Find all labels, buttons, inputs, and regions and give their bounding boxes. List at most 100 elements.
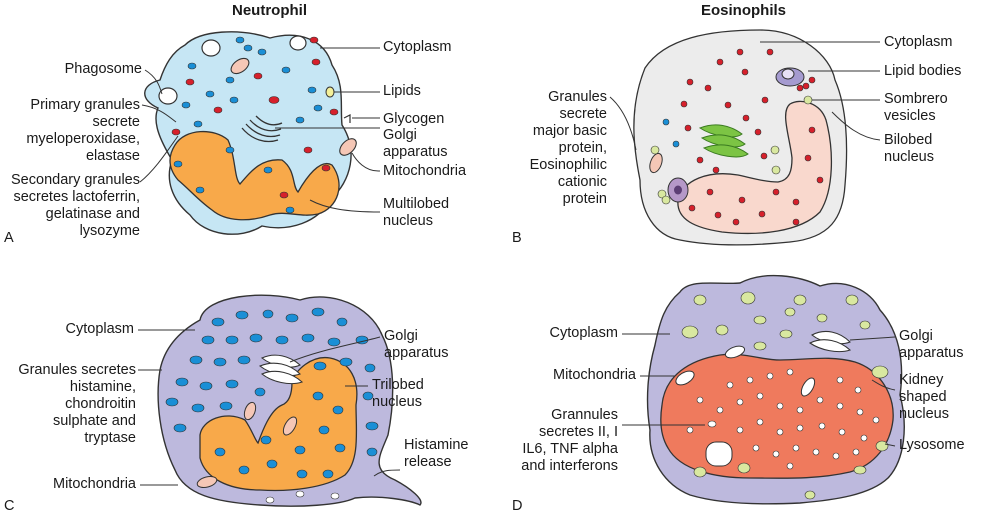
label-cytoplasm-b: Cytoplasm [884,34,953,50]
mast-nucleus [660,353,894,479]
granule [219,401,233,411]
granule [852,448,860,456]
eosinophil-cell [633,29,848,246]
basophil-granules [165,307,379,504]
label-line: and interferons [521,458,618,474]
granule [738,196,746,204]
granule [262,309,274,319]
granule [737,462,751,474]
label-line: Secondary granules [11,172,140,188]
granule [836,402,844,410]
large-vacuole [705,441,733,467]
golgi-basophil [258,354,304,385]
basophil-cell [157,294,422,507]
granule [295,490,305,498]
label-line: sulphate and [52,413,136,429]
granule [201,335,215,345]
granule [225,146,235,154]
label-phagosome: Phagosome [64,61,142,77]
granule [756,418,764,426]
granule [753,315,767,325]
granule [173,160,183,168]
label-line: secretes II, I [539,424,618,440]
label-line: myeloperoxidase, [26,131,140,147]
granule [312,391,324,401]
label-line: Bilobed [884,132,933,148]
granule [303,146,313,154]
granule [792,198,800,206]
granule [243,44,253,52]
mitochondria-neutrophil [230,57,357,156]
label-mitochondria-a: Mitochondria [383,163,467,179]
granule [214,447,226,457]
label-line: apparatus [899,345,964,361]
granule [816,176,824,184]
granule [770,145,780,155]
label-cytoplasm-a: Cytoplasm [383,39,452,55]
label-nucleus-d: Kidney shaped nucleus [899,372,949,423]
granule [235,36,245,44]
label-line: tryptase [84,430,136,446]
granule [334,443,346,453]
lipid-body [775,67,805,87]
granule [365,421,379,431]
granule [263,166,273,174]
granule [265,496,275,504]
granule [792,444,800,452]
granule [812,448,820,456]
granule [339,357,353,367]
golgi-neutrophil [241,115,283,143]
granule [205,90,215,98]
label-line: Primary granules [30,97,140,113]
panel-a-title: Neutrophil [232,2,307,19]
granule [796,406,804,414]
label-line: protein [562,191,607,207]
granule [816,313,828,323]
basophil-nucleus [199,357,358,492]
neutrophil-cell [144,31,357,235]
label-line: Sombrero [884,91,948,107]
granule [295,116,305,124]
label-line: release [404,454,452,470]
granule [680,100,688,108]
granule [786,368,794,376]
granule [802,82,810,90]
label-line: Grannules [551,407,618,423]
granule [772,450,780,458]
granule [235,310,249,320]
granule [254,387,266,397]
label-nucleus-c: Trilobed nucleus [372,377,424,411]
eosinophil-granules [650,48,824,226]
granule [760,152,768,160]
granule [758,210,766,218]
granule [704,84,712,92]
granule [854,386,862,394]
label-glycogen: Glycogen [383,111,445,127]
label-line: protein, [558,140,607,156]
granule [662,118,670,126]
granule [772,188,780,196]
granule [742,114,750,122]
label-golgi-c: Golgi apparatus [384,328,449,362]
granule [173,423,187,433]
granule [189,355,203,365]
granule [693,294,707,306]
granule [736,398,744,406]
label-line: Granules [548,89,607,105]
granule [330,492,340,500]
panel-letter-d: D [512,498,523,514]
granule [696,396,704,404]
label-line: Golgi [384,328,418,344]
granule [313,104,323,112]
label-line: shaped [899,389,947,405]
panel-b-title: Eosinophils [701,2,787,19]
granule [301,333,315,343]
granule [845,294,859,306]
label-sombrero-vesicles: Sombrero vesicles [884,91,948,125]
granule [716,58,724,66]
label-line: Histamine [404,437,469,453]
label-cytoplasm-c: Cytoplasm [65,321,135,337]
granule [266,459,278,469]
granule [285,206,295,214]
